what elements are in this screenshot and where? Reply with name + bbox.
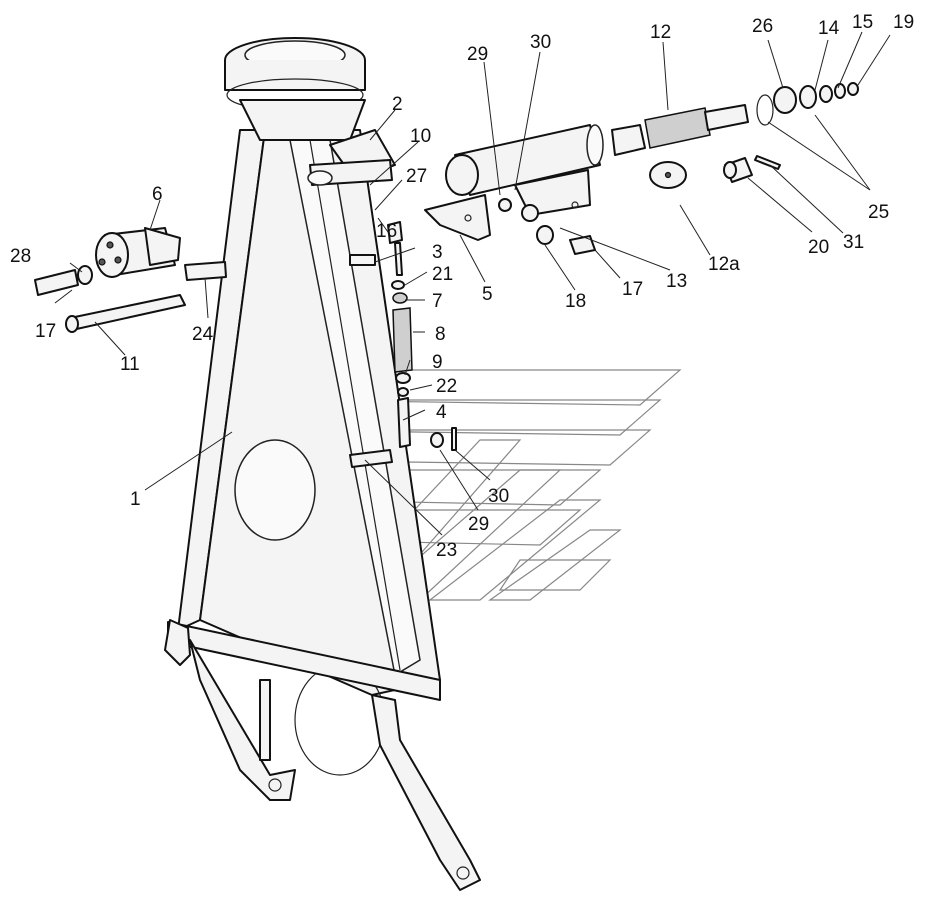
callout-10: 10 [410,126,431,147]
callout-4: 4 [436,402,447,423]
cotter-pin-part-30-lower [451,427,457,451]
callout-25: 25 [868,202,889,223]
callout-23: 23 [436,540,457,561]
callout-5: 5 [482,284,493,305]
callout-30-upper: 30 [530,32,551,53]
callout-29-lower: 29 [468,514,489,535]
top-flange [224,37,366,141]
callout-17-right: 17 [622,279,643,300]
spring-stack [387,221,413,448]
callout-28: 28 [10,246,31,267]
callout-13: 13 [666,271,687,292]
callout-3: 3 [432,242,443,263]
callout-29-upper: 29 [467,44,488,65]
callout-2: 2 [392,94,403,115]
callout-24: 24 [192,324,214,345]
bolt-part-17-left [34,265,93,296]
callout-26: 26 [752,16,773,37]
cylinder-part-13 [424,124,604,241]
callout-18: 18 [565,291,586,312]
pin-part-3 [349,254,376,266]
callout-22: 22 [436,376,457,397]
hydraulic-unit-part-6 [95,227,181,278]
pin-part-24 [184,261,227,281]
callout-12a: 12a [708,254,740,275]
pin-part-23 [349,449,393,468]
callout-1: 1 [130,489,141,510]
callout-20: 20 [808,237,829,258]
callout-21: 21 [432,264,453,285]
callout-15: 15 [852,12,873,33]
shaft-part-12 [611,104,749,156]
callout-11: 11 [120,354,140,375]
washer-part-12a [649,161,687,189]
leader-lines [54,31,891,536]
callout-17-left: 17 [35,321,56,342]
callout-14: 14 [818,18,840,39]
nut-part-20 [723,157,753,183]
bracket-part-2 [307,129,396,186]
callout-12: 12 [650,22,671,43]
pin-part-31 [754,155,781,170]
callout-31: 31 [843,232,864,253]
callout-27: 27 [406,166,427,187]
callout-9: 9 [432,352,443,373]
callout-labels: 1 2 3 4 5 6 7 8 9 10 11 12 12a 13 14 15 … [10,12,914,561]
callout-6: 6 [152,184,163,205]
washer-part-29-lower [430,432,444,448]
small-parts-right [498,198,596,255]
rod-part-11 [65,294,186,333]
callout-7: 7 [432,291,443,312]
ring-set [756,82,859,126]
callout-8: 8 [435,324,446,345]
base-frame [164,619,481,891]
callout-16: 16 [376,221,397,242]
callout-19: 19 [893,12,914,33]
callout-30-lower: 30 [488,486,509,507]
